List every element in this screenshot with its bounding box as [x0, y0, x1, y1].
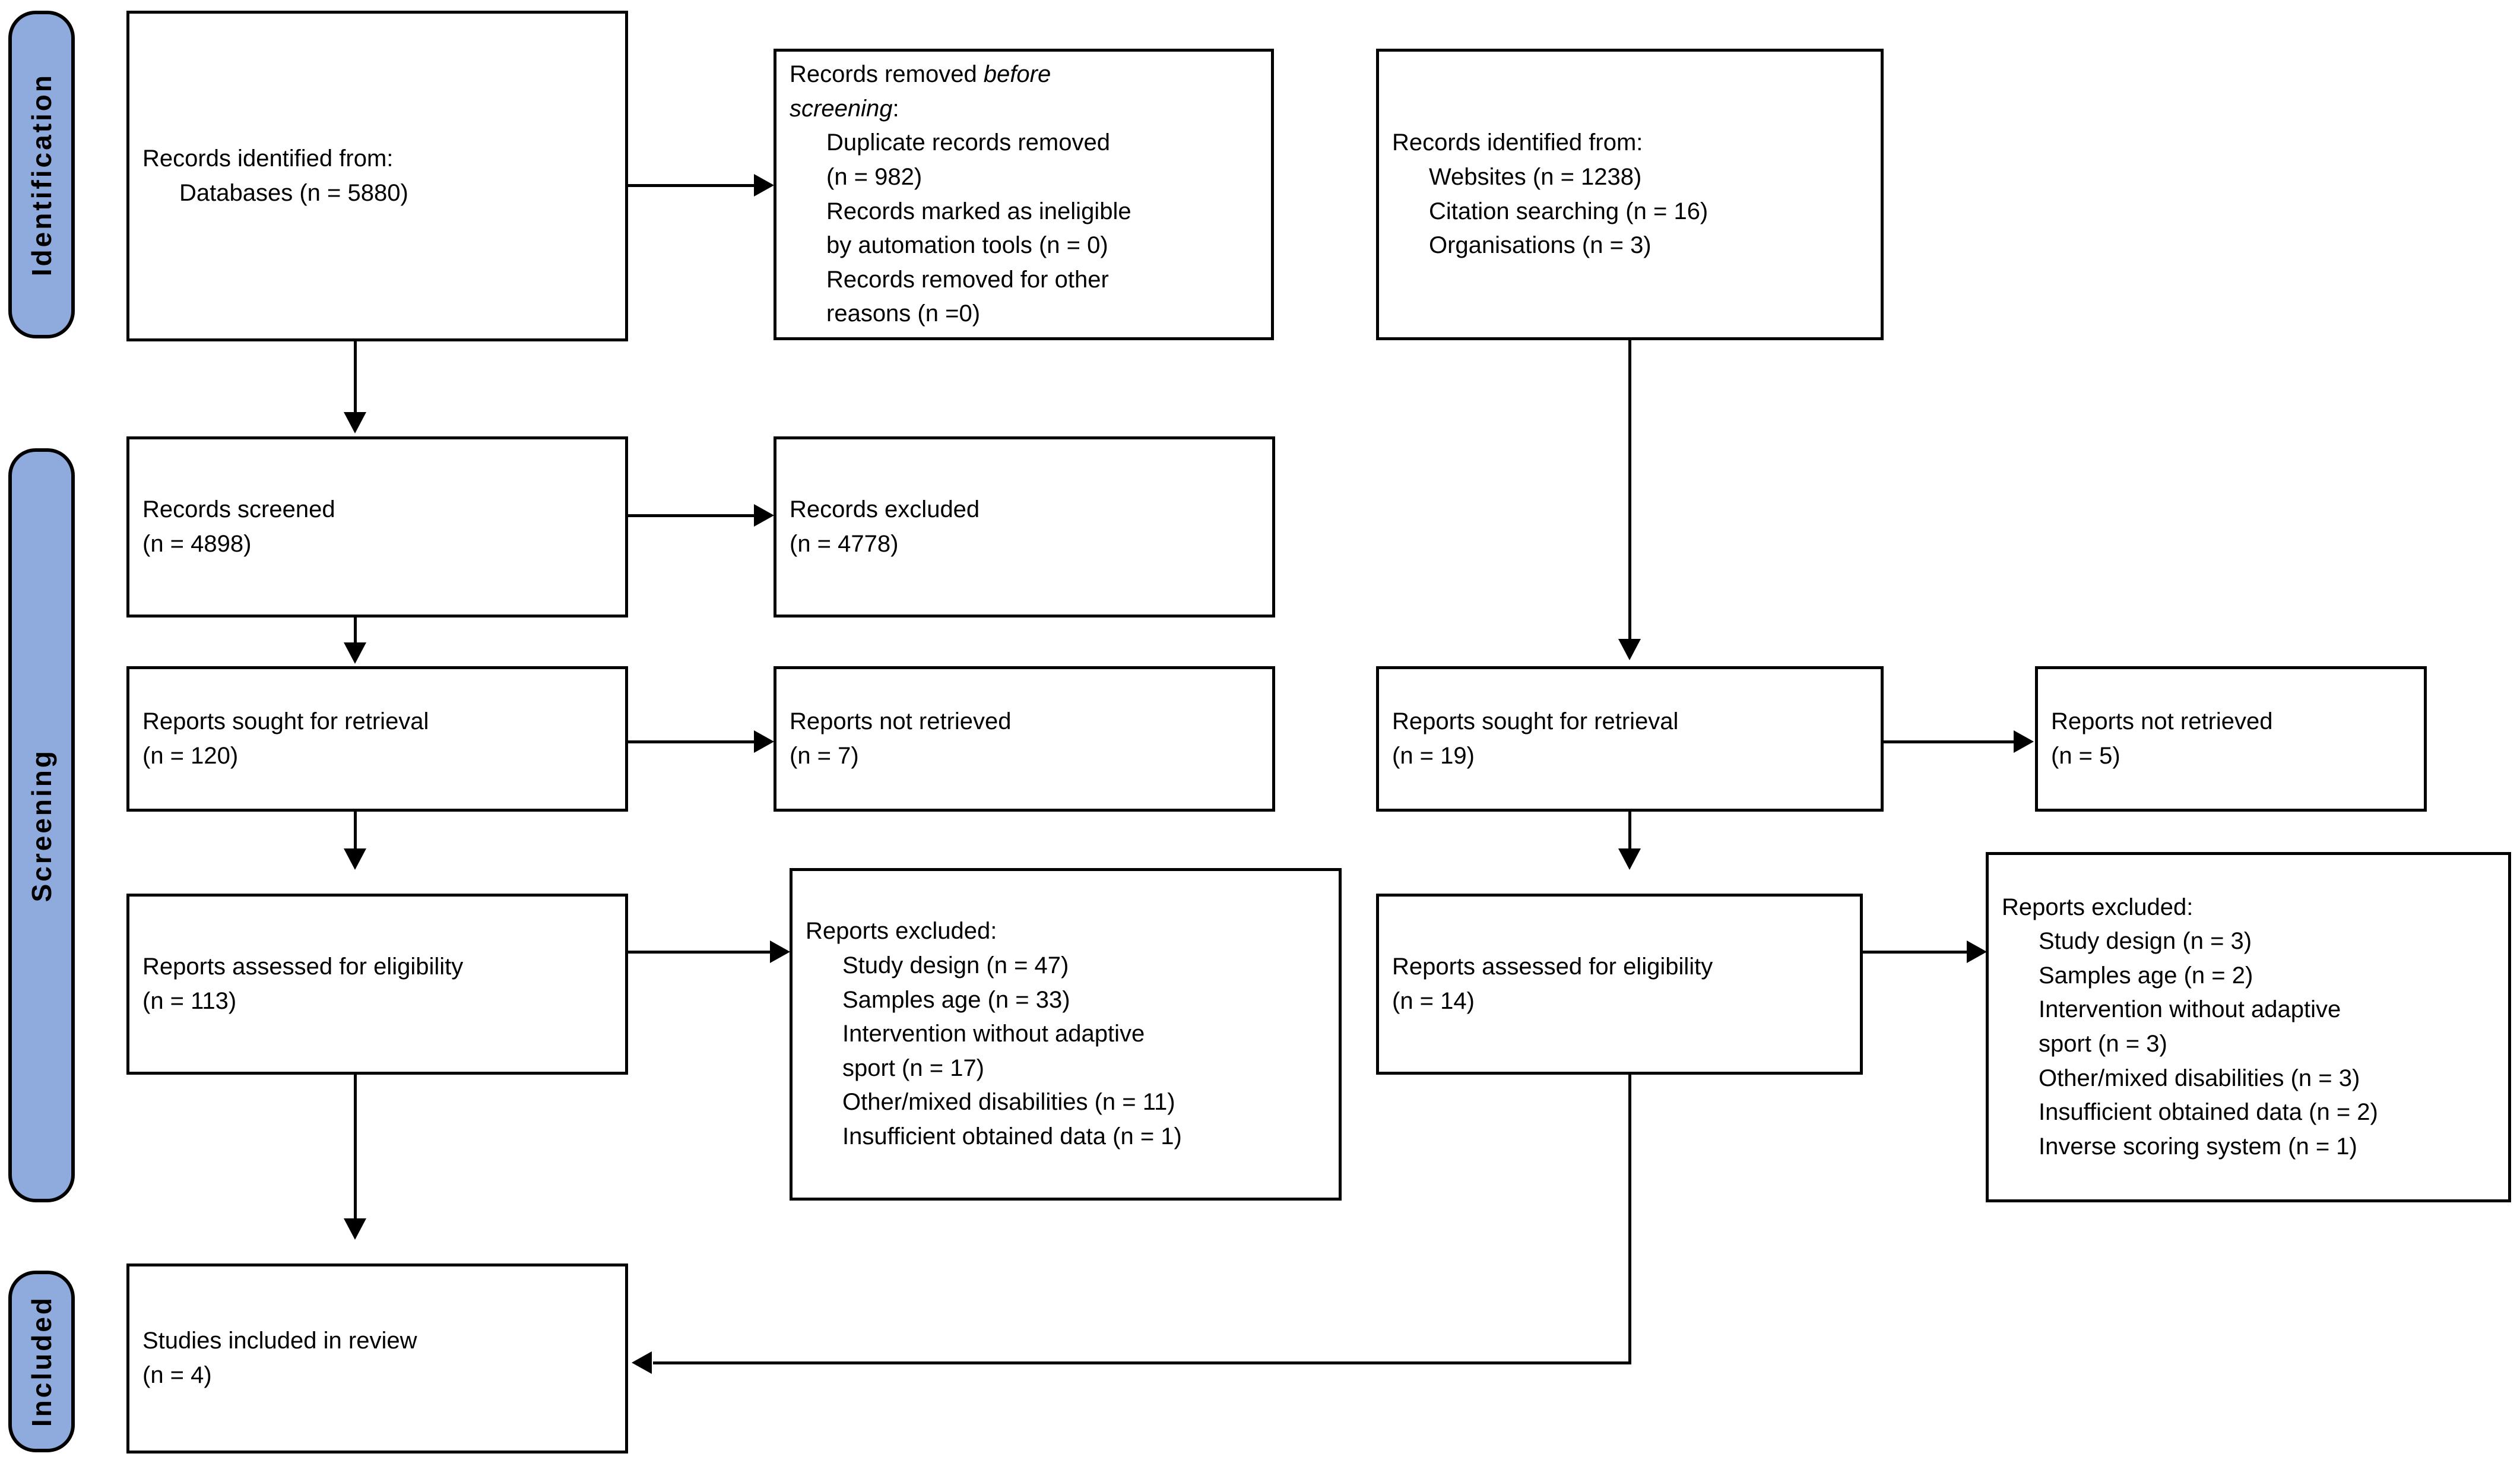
- connector-sought-to-assessed-other: [1628, 812, 1631, 850]
- arrowhead-databases-to-removed: [754, 174, 774, 197]
- arrowhead-sought-to-not-retrieved-db: [754, 730, 774, 753]
- box-reports-assessed-other-methods: Reports assessed for eligibility (n = 14…: [1376, 894, 1863, 1075]
- connector-assessed-to-included: [354, 1075, 357, 1220]
- box-records-removed-before-screening: Records removed before screening: Duplic…: [774, 49, 1274, 340]
- connector-databases-to-screened: [354, 341, 357, 414]
- box-records-removed-title: Records removed before: [790, 58, 1258, 92]
- box-reports-excluded-databases-item-3: sport (n = 17): [842, 1054, 985, 1081]
- box-reports-excluded-other-methods-item-6: Inverse scoring system (n = 1): [2039, 1133, 2357, 1160]
- arrowhead-assessed-to-included: [344, 1218, 366, 1240]
- box-records-excluded: Records excluded (n = 4778): [774, 436, 1275, 618]
- phase-label-screening: Screening: [8, 448, 75, 1202]
- box-records-identified-other-item-1: Citation searching (n = 16): [1429, 198, 1708, 224]
- box-reports-excluded-other-methods: Reports excluded: Study design (n = 3) S…: [1986, 852, 2511, 1202]
- arrowhead-screened-to-sought: [344, 642, 366, 664]
- box-records-identified-other-title: Records identified from:: [1392, 129, 1643, 156]
- phase-label-included-text: Included: [26, 1296, 57, 1427]
- box-reports-excluded-other-methods-item-2: Intervention without adaptive: [2039, 996, 2341, 1023]
- box-reports-excluded-other-methods-item-1: Samples age (n = 2): [2039, 962, 2253, 989]
- box-reports-sought-other-methods: Reports sought for retrieval (n = 19): [1376, 666, 1884, 812]
- box-records-excluded-count: (n = 4778): [790, 530, 899, 557]
- box-records-removed-title-2: screening:: [790, 92, 1258, 126]
- box-reports-not-retrieved-databases-count: (n = 7): [790, 742, 859, 769]
- box-records-removed-item-4: Records removed for other: [826, 266, 1109, 293]
- phase-label-identification-text: Identification: [26, 72, 57, 277]
- box-reports-excluded-databases: Reports excluded: Study design (n = 47) …: [790, 868, 1342, 1201]
- box-records-identified-other-item-0: Websites (n = 1238): [1429, 163, 1642, 190]
- box-records-identified-databases-title: Records identified from:: [142, 145, 394, 172]
- box-records-removed-title-part-c: screening: [790, 95, 893, 122]
- box-reports-excluded-databases-title: Reports excluded:: [806, 918, 997, 945]
- box-records-excluded-title: Records excluded: [790, 496, 980, 522]
- arrowhead-assessed-to-excluded-db: [770, 940, 790, 963]
- arrowhead-assessed-other-to-included: [632, 1351, 652, 1374]
- box-records-removed-title-part-a: Records removed: [790, 61, 984, 88]
- connector-databases-to-removed: [628, 184, 756, 187]
- box-studies-included-title: Studies included in review: [142, 1328, 417, 1354]
- box-reports-sought-other-methods-count: (n = 19): [1392, 742, 1475, 769]
- box-records-removed-item-1: (n = 982): [826, 163, 923, 190]
- box-reports-sought-databases-title: Reports sought for retrieval: [142, 708, 429, 734]
- box-reports-excluded-other-methods-title: Reports excluded:: [2002, 894, 2193, 920]
- box-records-removed-item-2: Records marked as ineligible: [826, 198, 1131, 224]
- arrowhead-sought-to-assessed-other: [1618, 848, 1641, 870]
- box-reports-excluded-databases-item-5: Insufficient obtained data (n = 1): [842, 1123, 1182, 1150]
- box-reports-sought-databases: Reports sought for retrieval (n = 120): [126, 666, 628, 812]
- connector-sought-to-not-retrieved-db: [628, 740, 756, 743]
- box-records-removed-item-5: reasons (n =0): [826, 300, 981, 327]
- box-records-removed-item-3: by automation tools (n = 0): [826, 232, 1108, 259]
- arrowhead-other-identified-to-sought: [1618, 639, 1641, 660]
- box-reports-excluded-databases-item-1: Samples age (n = 33): [842, 986, 1070, 1013]
- box-studies-included-in-review: Studies included in review (n = 4): [126, 1264, 628, 1454]
- box-reports-excluded-databases-item-0: Study design (n = 47): [842, 952, 1069, 979]
- box-reports-not-retrieved-other-methods-count: (n = 5): [2051, 742, 2120, 769]
- box-records-identified-other-item-2: Organisations (n = 3): [1429, 232, 1652, 259]
- box-reports-sought-other-methods-title: Reports sought for retrieval: [1392, 708, 1679, 734]
- box-reports-assessed-databases-title: Reports assessed for eligibility: [142, 953, 464, 980]
- arrowhead-screened-to-excluded: [754, 504, 774, 527]
- box-reports-excluded-other-methods-item-5: Insufficient obtained data (n = 2): [2039, 1099, 2378, 1126]
- phase-label-identification: Identification: [8, 11, 75, 338]
- box-reports-assessed-other-methods-title: Reports assessed for eligibility: [1392, 953, 1713, 980]
- connector-assessed-other-left: [653, 1361, 1631, 1364]
- box-studies-included-count: (n = 4): [142, 1362, 212, 1388]
- box-reports-excluded-databases-item-2: Intervention without adaptive: [842, 1021, 1145, 1047]
- box-records-identified-other-methods: Records identified from: Websites (n = 1…: [1376, 49, 1884, 340]
- box-reports-assessed-databases: Reports assessed for eligibility (n = 11…: [126, 894, 628, 1075]
- connector-sought-to-not-retrieved-other: [1884, 740, 2015, 743]
- phase-label-screening-text: Screening: [26, 748, 57, 902]
- box-records-screened-title: Records screened: [142, 496, 335, 522]
- box-reports-not-retrieved-other-methods-title: Reports not retrieved: [2051, 708, 2273, 734]
- arrowhead-sought-to-not-retrieved-other: [2014, 730, 2034, 753]
- box-records-removed-item-0: Duplicate records removed: [826, 129, 1110, 156]
- connector-assessed-to-excluded-db: [628, 951, 772, 954]
- connector-screened-to-excluded: [628, 514, 756, 517]
- connector-assessed-other-down: [1628, 1075, 1631, 1364]
- box-records-removed-title-part-d: :: [892, 95, 899, 122]
- box-reports-sought-databases-count: (n = 120): [142, 742, 239, 769]
- box-reports-not-retrieved-databases: Reports not retrieved (n = 7): [774, 666, 1275, 812]
- arrowhead-assessed-to-excluded-other: [1967, 940, 1987, 963]
- box-reports-assessed-databases-count: (n = 113): [142, 987, 237, 1014]
- box-reports-excluded-other-methods-item-0: Study design (n = 3): [2039, 928, 2252, 955]
- arrowhead-databases-to-screened: [344, 412, 366, 433]
- connector-sought-to-assessed-db: [354, 812, 357, 850]
- box-reports-assessed-other-methods-count: (n = 14): [1392, 987, 1475, 1014]
- box-reports-not-retrieved-databases-title: Reports not retrieved: [790, 708, 1012, 734]
- box-reports-excluded-databases-item-4: Other/mixed disabilities (n = 11): [842, 1089, 1175, 1116]
- phase-label-included: Included: [8, 1271, 75, 1452]
- box-records-screened: Records screened (n = 4898): [126, 436, 628, 618]
- box-reports-not-retrieved-other-methods: Reports not retrieved (n = 5): [2035, 666, 2427, 812]
- box-reports-excluded-other-methods-item-3: sport (n = 3): [2039, 1031, 2167, 1057]
- box-records-identified-databases-item-0: Databases (n = 5880): [179, 179, 408, 206]
- box-records-screened-count: (n = 4898): [142, 530, 252, 557]
- connector-assessed-to-excluded-other: [1863, 951, 1969, 954]
- box-reports-excluded-other-methods-item-4: Other/mixed disabilities (n = 3): [2039, 1065, 2360, 1091]
- box-records-identified-databases: Records identified from: Databases (n = …: [126, 11, 628, 341]
- connector-screened-to-sought: [354, 618, 357, 644]
- connector-other-identified-to-sought: [1628, 340, 1631, 640]
- arrowhead-sought-to-assessed-db: [344, 848, 366, 870]
- box-records-removed-title-part-b: before: [983, 61, 1051, 88]
